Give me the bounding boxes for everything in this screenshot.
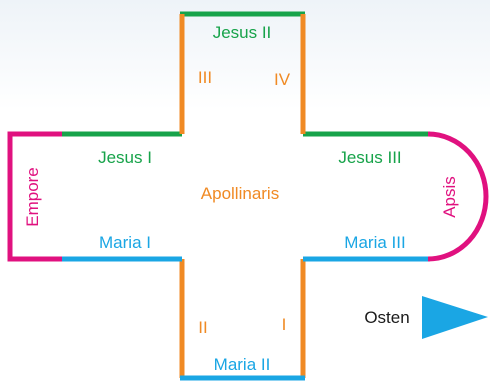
wall-empore (7, 131, 62, 262)
label-center: Apollinaris (201, 184, 279, 203)
label-maria-1: Maria I (99, 233, 151, 252)
label-roman-2: II (198, 318, 207, 337)
label-jesus-3: Jesus III (338, 148, 401, 167)
label-direction: Osten (364, 308, 409, 327)
label-roman-4: IV (274, 70, 291, 89)
label-jesus-2: Jesus II (213, 23, 272, 42)
label-maria-2: Maria II (214, 355, 271, 374)
wall-apsis (427, 131, 489, 262)
label-maria-3: Maria III (344, 233, 405, 252)
plan-walls (7, 11, 489, 381)
label-roman-1: I (282, 315, 287, 334)
label-apsis: Apsis (440, 176, 459, 218)
label-jesus-1: Jesus I (98, 148, 152, 167)
label-roman-3: III (198, 68, 212, 87)
label-empore: Empore (23, 167, 42, 227)
triangle-arrow-right-icon (422, 296, 488, 339)
